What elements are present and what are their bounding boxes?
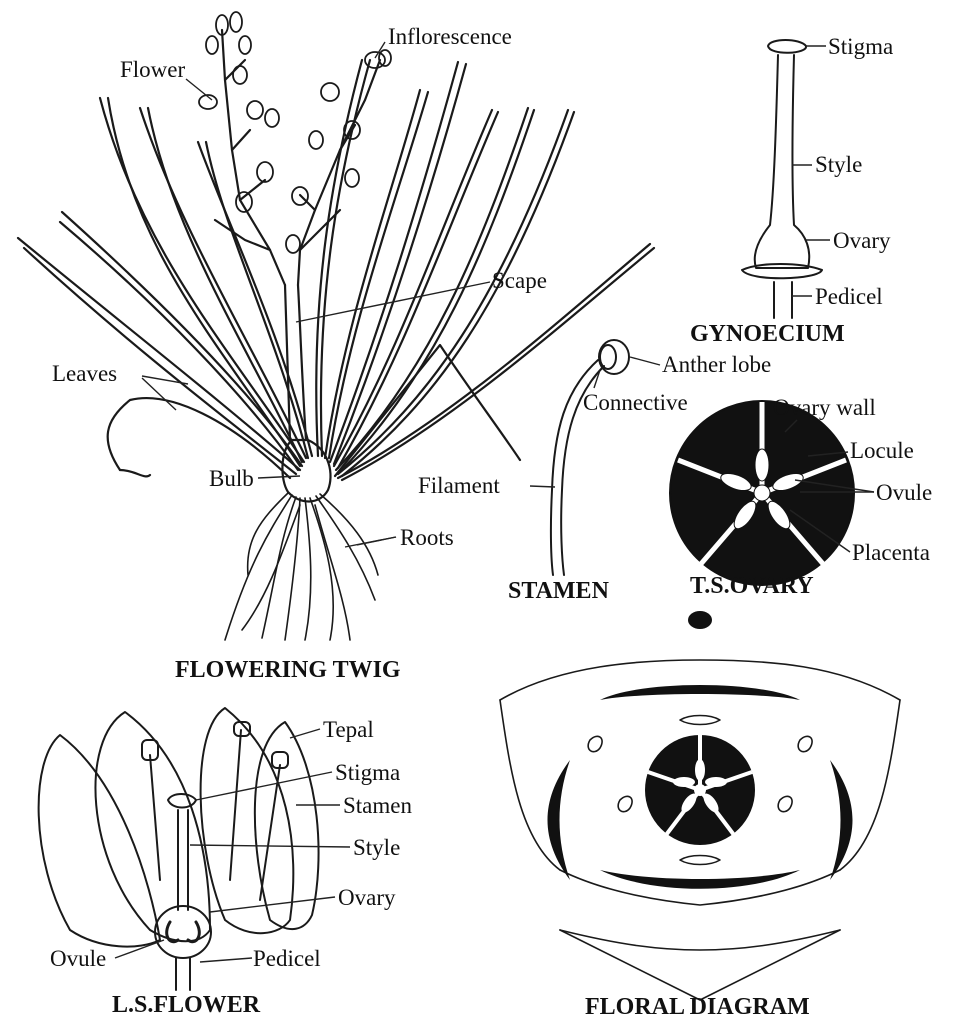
label-gynoecium-style: Style bbox=[815, 152, 862, 177]
label-filament: Filament bbox=[418, 473, 500, 498]
label-connective: Connective bbox=[583, 390, 688, 415]
label-ovary-wall: Ovary wall bbox=[773, 395, 876, 420]
floral-diagram-illustration bbox=[500, 611, 900, 1000]
leaves-drawing bbox=[18, 60, 654, 480]
label-scape: Scape bbox=[492, 268, 547, 293]
label-anther-lobe: Anther lobe bbox=[662, 352, 771, 377]
label-inflorescence: Inflorescence bbox=[388, 24, 512, 49]
label-ls-pedicel: Pedicel bbox=[253, 946, 321, 971]
label-ls-ovule: Ovule bbox=[50, 946, 106, 971]
label-leaves: Leaves bbox=[52, 361, 117, 386]
label-tepal: Tepal bbox=[323, 717, 374, 742]
label-ts-ovule: Ovule bbox=[876, 480, 932, 505]
label-gynoecium-ovary: Ovary bbox=[833, 228, 891, 253]
label-ls-stamen: Stamen bbox=[343, 793, 412, 818]
label-placenta: Placenta bbox=[852, 540, 930, 565]
title-floral-diagram: FLORAL DIAGRAM bbox=[585, 994, 810, 1019]
stamen-illustration bbox=[551, 340, 629, 575]
title-ts-ovary: T.S.OVARY bbox=[690, 573, 814, 599]
flowering-twig-illustration bbox=[18, 12, 654, 640]
title-stamen: STAMEN bbox=[508, 578, 610, 604]
label-ls-ovary: Ovary bbox=[338, 885, 396, 910]
ts-ovary-illustration bbox=[670, 401, 854, 585]
roots-drawing bbox=[225, 493, 378, 640]
label-roots: Roots bbox=[400, 525, 454, 550]
title-gynoecium: GYNOECIUM bbox=[690, 321, 845, 347]
title-flowering-twig: FLOWERING TWIG bbox=[175, 657, 401, 683]
label-flower: Flower bbox=[120, 57, 186, 82]
label-ls-stigma: Stigma bbox=[335, 760, 400, 785]
label-bulb: Bulb bbox=[209, 466, 254, 491]
label-ls-style: Style bbox=[353, 835, 400, 860]
title-ls-flower: L.S.FLOWER bbox=[112, 992, 261, 1018]
label-locule: Locule bbox=[850, 438, 914, 463]
label-gynoecium-stigma: Stigma bbox=[828, 34, 893, 59]
label-gynoecium-pedicel: Pedicel bbox=[815, 284, 883, 309]
gynoecium-illustration bbox=[742, 40, 822, 318]
